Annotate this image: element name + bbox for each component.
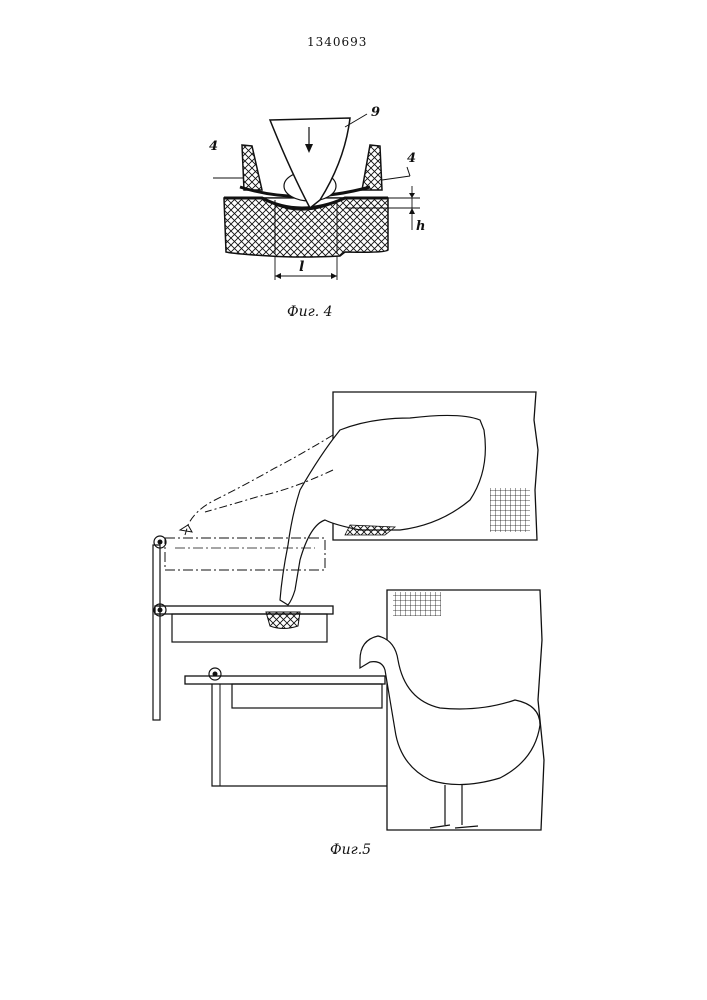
goose-upper — [280, 415, 485, 605]
lower-frame — [212, 684, 387, 786]
feed-bowl — [266, 612, 300, 629]
middle-trough — [155, 606, 333, 614]
left-post — [153, 545, 160, 720]
figure-5-caption: Фиг.5 — [330, 843, 371, 857]
upper-cage-mesh — [490, 488, 530, 532]
lower-cage-mesh — [393, 592, 441, 616]
